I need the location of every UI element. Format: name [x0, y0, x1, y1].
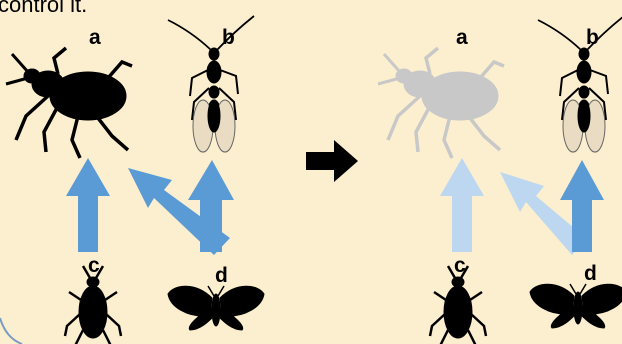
moth-silhouette-after [530, 284, 622, 328]
label-b: b [222, 26, 235, 49]
label-b-after: b [586, 26, 599, 49]
label-a-after: a [456, 26, 468, 49]
beetle-silhouette [6, 48, 132, 158]
caption-fragment: control it. [0, 0, 87, 17]
wasp-silhouette-after [538, 16, 622, 152]
aphid-silhouette [65, 266, 121, 344]
label-a: a [89, 26, 101, 49]
label-d-after: d [584, 262, 597, 285]
arrow-c-to-a [66, 158, 110, 252]
right-arrow-icon [306, 140, 358, 182]
label-c-after: c [454, 254, 466, 277]
beetle-silhouette-faded [378, 48, 504, 158]
wasp-silhouette [168, 16, 254, 152]
before-panel: a b c d [6, 16, 264, 344]
aphid-silhouette-after [430, 266, 486, 344]
label-c: c [88, 254, 100, 277]
arrow-c-to-a-faded [440, 158, 484, 252]
frame-curve [0, 318, 22, 344]
label-d: d [215, 264, 228, 287]
moth-silhouette [168, 286, 264, 330]
after-panel: a b c d [378, 16, 622, 344]
